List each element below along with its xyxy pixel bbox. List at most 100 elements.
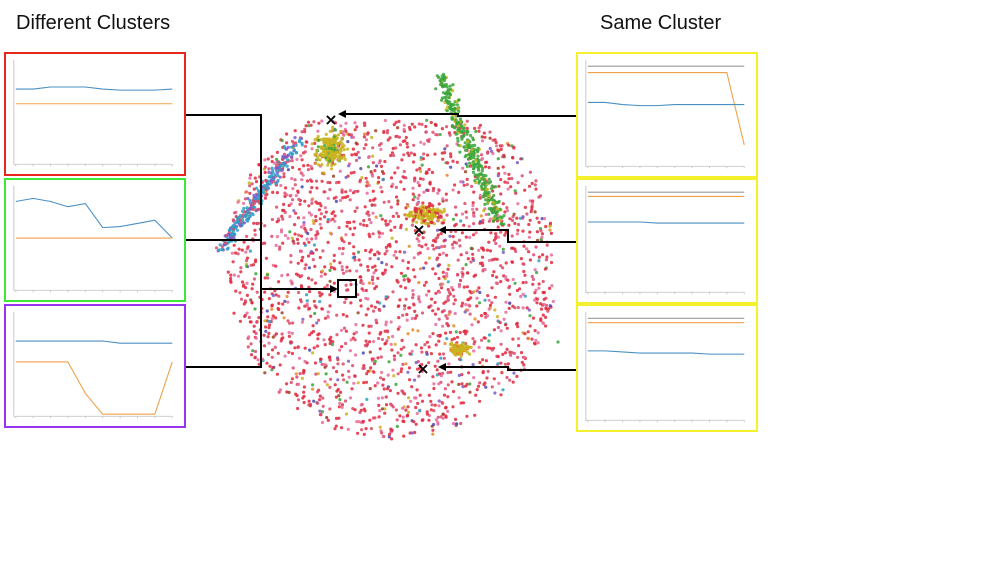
embedding-point: [518, 216, 523, 220]
embedding-point: [457, 396, 461, 400]
embedding-point: [531, 316, 536, 320]
embedding-point: [266, 157, 270, 161]
embedding-point: [537, 286, 541, 290]
embedding-point: [318, 217, 322, 221]
embedding-point: [362, 364, 366, 368]
embedding-point: [275, 205, 279, 209]
embedding-point: [465, 119, 469, 123]
embedding-point: [311, 351, 315, 355]
embedding-point: [296, 398, 301, 402]
embedding-point: [419, 346, 424, 350]
embedding-point: [412, 420, 416, 424]
embedding-point: [384, 395, 388, 399]
embedding-point: [307, 124, 311, 128]
embedding-point: [325, 283, 329, 287]
embedding-point: [357, 156, 361, 160]
embedding-point: [499, 264, 503, 268]
embedding-point: [349, 301, 353, 305]
embedding-point: [340, 403, 344, 407]
embedding-point: [401, 362, 405, 366]
embedding-point: [396, 327, 400, 331]
embedding-point: [378, 347, 382, 351]
embedding-point: [407, 410, 411, 414]
embedding-point: [422, 142, 426, 146]
embedding-point: [433, 403, 437, 407]
embedding-point: [307, 403, 311, 407]
embedding-point: [480, 173, 484, 177]
embedding-point: [280, 332, 284, 336]
embedding-point: [505, 206, 509, 210]
embedding-point: [530, 205, 534, 209]
embedding-point: [274, 332, 278, 336]
embedding-point: [277, 294, 281, 298]
embedding-point: [459, 421, 463, 426]
embedding-point: [527, 250, 531, 254]
embedding-point: [282, 152, 287, 156]
embedding-point: [449, 152, 453, 156]
embedding-point: [318, 294, 322, 298]
embedding-point: [364, 138, 369, 142]
embedding-point: [368, 387, 372, 391]
embedding-point: [472, 376, 476, 380]
embedding-point: [479, 338, 484, 342]
embedding-point: [294, 194, 298, 198]
embedding-point: [394, 382, 398, 386]
embedding-point: [277, 280, 281, 284]
embedding-point: [380, 431, 384, 435]
embedding-point: [255, 186, 259, 190]
embedding-point: [270, 355, 274, 359]
embedding-point: [492, 328, 496, 332]
embedding-point: [496, 362, 500, 366]
embedding-point: [424, 280, 428, 284]
embedding-point: [242, 240, 246, 244]
embedding-point: [507, 306, 511, 310]
embedding-point: [459, 401, 463, 405]
embedding-point: [506, 181, 510, 185]
embedding-point: [406, 413, 410, 417]
embedding-point: [460, 136, 464, 140]
embedding-point: [300, 320, 304, 324]
embedding-point: [539, 229, 543, 233]
embedding-point: [454, 349, 458, 353]
embedding-point: [447, 362, 451, 366]
embedding-point: [435, 133, 439, 137]
embedding-point: [291, 321, 295, 325]
embedding-point: [352, 252, 356, 256]
embedding-point: [371, 146, 375, 150]
embedding-point: [427, 393, 431, 397]
embedding-point: [465, 382, 469, 386]
embedding-point: [340, 136, 344, 140]
embedding-point: [264, 329, 268, 333]
embedding-point: [290, 351, 294, 356]
embedding-point: [433, 272, 438, 276]
embedding-point: [373, 253, 377, 257]
embedding-point: [333, 219, 337, 223]
embedding-point: [388, 242, 392, 246]
embedding-point: [485, 187, 489, 191]
embedding-point: [516, 337, 521, 341]
embedding-point: [356, 250, 361, 254]
embedding-point: [388, 389, 392, 393]
embedding-point: [275, 163, 279, 167]
embedding-point: [451, 235, 455, 239]
embedding-point: [256, 221, 260, 225]
embedding-point: [501, 247, 505, 251]
embedding-point: [507, 177, 511, 181]
embedding-point: [374, 129, 378, 133]
embedding-point: [513, 189, 517, 193]
embedding-point: [375, 321, 379, 325]
embedding-point: [418, 366, 422, 370]
embedding-point: [274, 181, 278, 185]
embedding-point: [402, 345, 406, 349]
embedding-point: [472, 342, 476, 346]
embedding-point: [470, 148, 474, 152]
embedding-point: [347, 133, 351, 137]
embedding-point: [430, 221, 434, 225]
embedding-point: [315, 321, 319, 325]
embedding-point: [471, 290, 475, 294]
embedding-point: [295, 375, 299, 379]
embedding-point: [445, 322, 449, 326]
embedding-point: [464, 332, 468, 336]
embedding-point: [286, 236, 290, 240]
embedding-point: [471, 337, 475, 341]
